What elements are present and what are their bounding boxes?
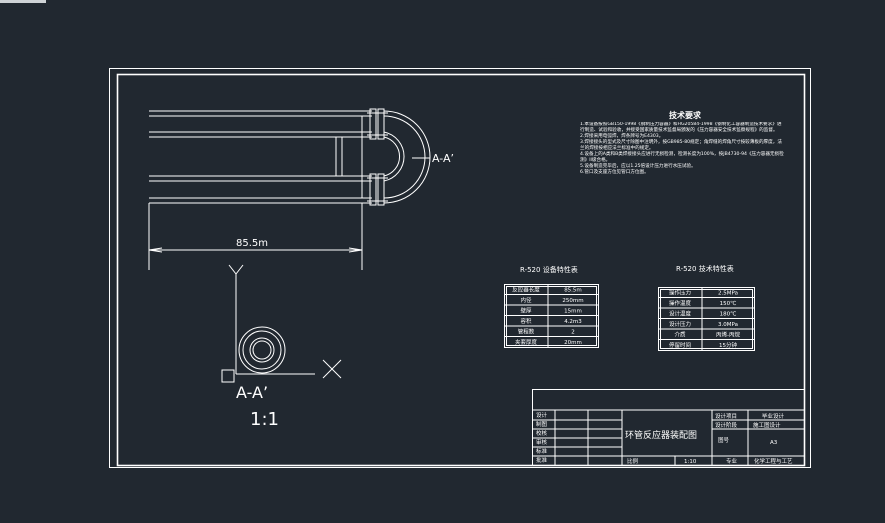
discipline-label: 专业 (726, 457, 738, 465)
technical-table-row-value: 丙烯-丙烷 (716, 330, 740, 338)
title-block-label: 批准 (536, 456, 548, 464)
technical-table-row-label: 设计压力 (669, 320, 691, 328)
technical-table-row-label: 操作压力 (669, 288, 691, 296)
equipment-table-row-label: 壁厚 (520, 306, 532, 314)
technical-table-row-label: 介质 (674, 330, 686, 338)
sheet-label: 图号 (718, 436, 730, 444)
tech-req-lines: 1.本设备按照GB150-1998《钢制压力容器》和HG20584-1998《钢… (580, 122, 784, 175)
stage-label: 设计阶段 (715, 421, 738, 429)
tech-req-line: 3.焊接接头的型式及尺寸除图中注明外，按GB985-80规定；角焊缝的焊角尺寸按… (580, 140, 782, 151)
technical-table-row-value: 15分钟 (719, 341, 737, 349)
length-dimension: 85.5m (236, 238, 268, 249)
inner-frame (116, 73, 806, 467)
title-block-label: 设计 (536, 411, 548, 419)
tech-req-line: 1.本设备按照GB150-1998《钢制压力容器》和HG20584-1998《钢… (580, 122, 782, 133)
loop-reactor-view: A-A’ (148, 108, 454, 270)
technical-table-row-label: 操作温度 (669, 299, 692, 307)
title-block-label: 标准 (536, 447, 548, 455)
technical-table-row-value: 3.0MPa (718, 322, 738, 328)
section-view-label: A-A’ (236, 383, 268, 402)
ucs-axis-icon (221, 264, 342, 383)
technical-table-row-value: 180℃ (720, 310, 737, 317)
title-block-label: 审核 (536, 438, 548, 446)
scale-label: 1:1 (250, 409, 279, 430)
equipment-table-row-label: 管程数 (518, 327, 535, 335)
tech-req-line: 2.焊接采用电弧焊，焊条牌号为E4303。 (580, 134, 664, 139)
drawing-title: 环管反应器装配图 (625, 429, 697, 441)
discipline-value: 化学工程与工艺 (754, 457, 793, 465)
technical-table-row-label: 停留时间 (669, 341, 691, 349)
outer-frame (109, 68, 811, 468)
equipment-table-row-label: 内径 (520, 296, 532, 304)
ratio-label: 比例 (627, 457, 639, 465)
equipment-table-row-label: 容积 (520, 317, 532, 325)
technical-table-row-value: 150℃ (720, 300, 737, 307)
equipment-table-row-value: 2 (571, 329, 575, 335)
project-value: 毕业设计 (762, 412, 785, 420)
technical-table-title: R-520 技术特性表 (676, 264, 734, 273)
equipment-table-row-label: 反应器长度 (512, 285, 540, 293)
tech-req-title: 技术要求 (669, 110, 702, 120)
technical-table: 操作压力 2.5MPa 操作温度 150℃ 设计温度 180℃ 设计压力 3.0MPa 介质 丙烯… (658, 287, 755, 351)
equipment-table-title: R-520 设备特性表 (520, 265, 578, 274)
technical-table-row-label: 设计温度 (669, 309, 692, 317)
tech-req-line: 4.设备上的A类和B类焊接接头应进行无损检测，检测长度为100%，按JB4730… (580, 152, 784, 163)
equipment-table-row-value: 15mm (564, 308, 582, 314)
title-block-label: 校核 (536, 429, 548, 437)
ucs-marker (0, 0, 46, 3)
equipment-table-row-value: 250mm (562, 298, 583, 304)
project-label: 设计项目 (715, 412, 737, 420)
equipment-table-row-value: 20mm (564, 340, 582, 346)
equipment-table-row-label: 夹套厚度 (515, 338, 538, 346)
tech-req-line: 5.设备制造完毕后，应以1.25倍设计压力进行水压试验。 (580, 164, 696, 169)
equipment-table: 反应器长度 85.5m 内径 250mm 壁厚 15mm 容积 4.2m3 管程数 2 夹套厚度 20… (504, 284, 599, 348)
title-block (532, 389, 805, 466)
equipment-table-row-value: 4.2m3 (564, 319, 582, 325)
sheet-value: A3 (770, 440, 778, 446)
technical-table-row-value: 2.5MPa (718, 290, 738, 296)
equipment-table-row-value: 85.5m (564, 287, 582, 293)
ratio-value: 1:10 (684, 459, 697, 465)
section-mark-label: A-A’ (432, 152, 454, 165)
stage-value: 施工图设计 (753, 421, 781, 429)
section-view (238, 326, 286, 374)
tech-req-line: 6.管口及支座方位见管口方位图。 (580, 170, 649, 175)
title-block-label: 制图 (536, 420, 548, 428)
